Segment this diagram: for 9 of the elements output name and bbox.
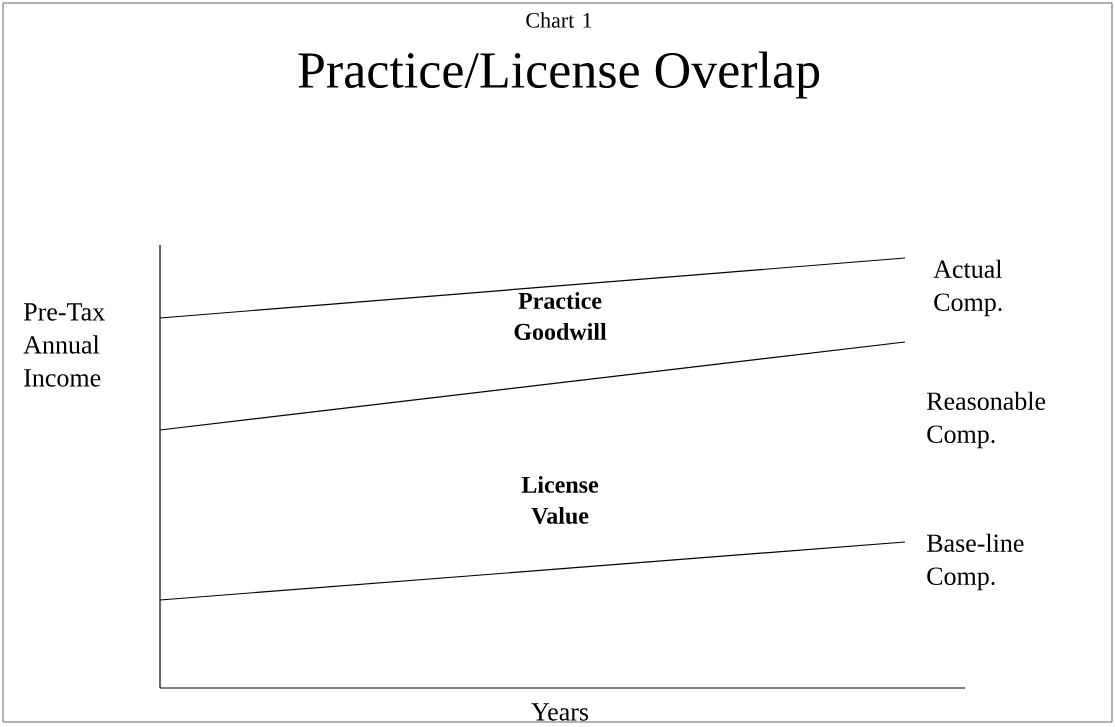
line-label: Actual Comp. (933, 259, 1002, 317)
title: Practice/License Overlap (298, 51, 820, 99)
region-label: License Value (521, 476, 599, 524)
axis-label: Years (531, 703, 589, 721)
region-label: Practice Goodwill (514, 292, 607, 340)
chart-number: Chart 1 (526, 12, 592, 28)
axis-label: Pre-Tax Annual Income (23, 303, 105, 387)
line-label: Reasonable Comp. (926, 391, 1046, 449)
line-label: Base-line Comp. (926, 533, 1024, 591)
